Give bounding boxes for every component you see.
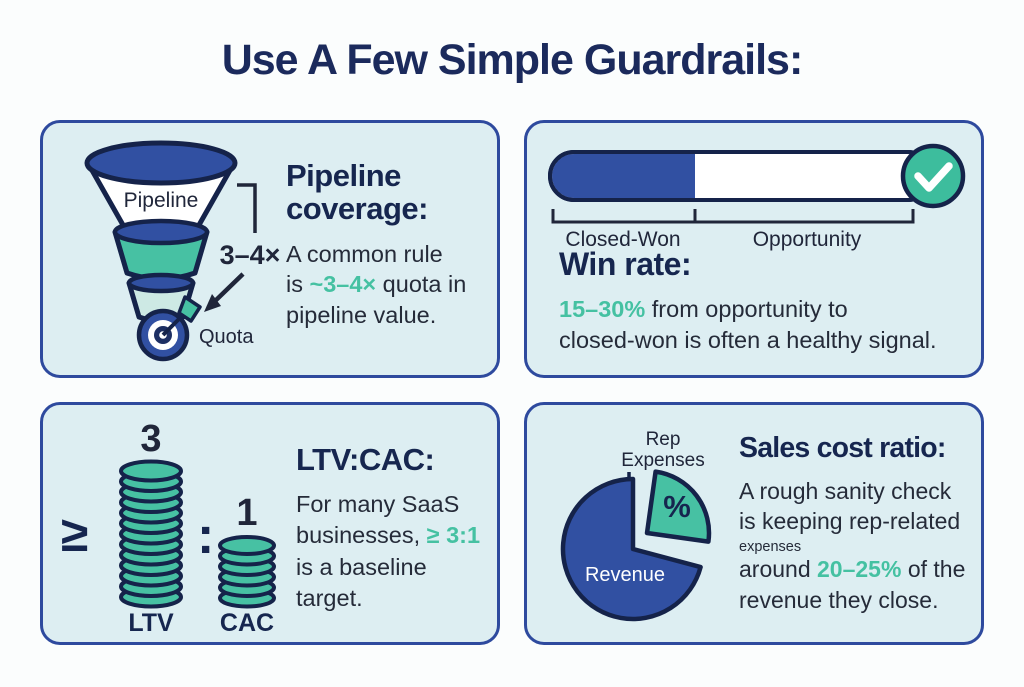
progress-fill — [552, 154, 695, 198]
body-line: A rough sanity check — [739, 477, 952, 504]
pie-revenue-slice — [560, 476, 703, 622]
highlight-value: 15–30% — [559, 295, 646, 322]
ltv-value: 3 — [140, 418, 161, 460]
pie-label-line1: Rep — [646, 429, 681, 450]
coin-stack-cac — [218, 535, 276, 609]
card-heading: Pipeline coverage: — [286, 158, 428, 227]
pie-chart-illustration: Rep Expenses % Revenue — [560, 429, 712, 622]
body-line: businesses, ≥ 3:1 — [296, 522, 481, 549]
coin-stack-ltv — [119, 459, 183, 609]
progress-bar — [548, 150, 934, 202]
pipeline-text-block: Pipeline coverage: A common rule is ~3–4… — [286, 159, 491, 331]
body-line: A common rule — [286, 240, 443, 267]
cac-label: CAC — [220, 609, 274, 637]
card-win-rate: Closed-Won Opportunity Win rate: 15–30% … — [524, 120, 984, 378]
ltv-cac-text-block: LTV:CAC: For many SaaS businesses, ≥ 3:1… — [296, 443, 496, 614]
pie-expenses-slice — [644, 469, 712, 544]
cards-grid: Pipeline 3–4× — [40, 120, 984, 645]
body-small-line: expenses — [739, 538, 802, 555]
colon-symbol: : — [197, 507, 214, 565]
card-pipeline-coverage: Pipeline 3–4× — [40, 120, 500, 378]
body-line: For many SaaS — [296, 491, 460, 518]
page-title: Use A Few Simple Guardrails: — [221, 36, 804, 84]
funnel-tier-label: Pipeline — [124, 189, 199, 212]
coin-stacks-illustration: ≥ 3 : — [61, 418, 276, 637]
arrow-down-left-icon — [204, 272, 245, 312]
ltv-label: LTV — [128, 609, 174, 637]
dart-feather — [177, 295, 202, 323]
body-line: is a baseline target. — [296, 553, 427, 611]
slice-percent-label: % — [663, 489, 691, 524]
highlight-value: ~3–4× — [309, 271, 377, 298]
gte-symbol: ≥ — [61, 506, 88, 562]
segment-bracket — [551, 209, 915, 224]
card-sales-cost-ratio: Rep Expenses % Revenue Sales cost ratio:… — [524, 402, 984, 645]
win-rate-text-block: Win rate: 15–30% from opportunity to clo… — [559, 247, 974, 356]
card-heading: Win rate: — [559, 246, 692, 282]
card-heading: Sales cost ratio: — [739, 432, 946, 464]
body-line: pipeline value. — [286, 302, 437, 329]
sales-cost-text-block: Sales cost ratio: A rough sanity check i… — [739, 433, 981, 616]
funnel-illustration: Pipeline 3–4× — [84, 140, 281, 362]
opportunity-label: Opportunity — [753, 228, 862, 251]
bracket-line — [237, 183, 257, 233]
highlight-value: 20–25% — [817, 556, 902, 583]
body-line: around 20–25% of the — [739, 556, 966, 583]
target-icon — [136, 295, 202, 362]
multiplier-label: 3–4× — [220, 240, 281, 270]
body-line: is keeping rep-related — [739, 508, 961, 535]
check-icon — [900, 143, 966, 209]
pie-label-line2: Expenses — [621, 450, 704, 471]
card-ltv-cac: ≥ 3 : — [40, 402, 500, 645]
quota-label: Quota — [199, 326, 254, 348]
card-heading: LTV:CAC: — [296, 442, 435, 477]
body-line: revenue they close. — [739, 587, 939, 613]
cac-value: 1 — [236, 492, 257, 534]
funnel-icon: Pipeline — [84, 140, 238, 324]
highlight-value: ≥ 3:1 — [426, 522, 481, 549]
closed-won-label: Closed-Won — [565, 228, 680, 251]
body-line: closed-won is often a healthy signal. — [559, 326, 937, 353]
progress-bar-illustration: Closed-Won Opportunity — [548, 143, 966, 251]
pie-chart — [560, 469, 712, 622]
body-line: 15–30% from opportunity to — [559, 295, 848, 322]
revenue-label: Revenue — [585, 564, 665, 586]
body-line: is ~3–4× quota in — [286, 271, 467, 298]
